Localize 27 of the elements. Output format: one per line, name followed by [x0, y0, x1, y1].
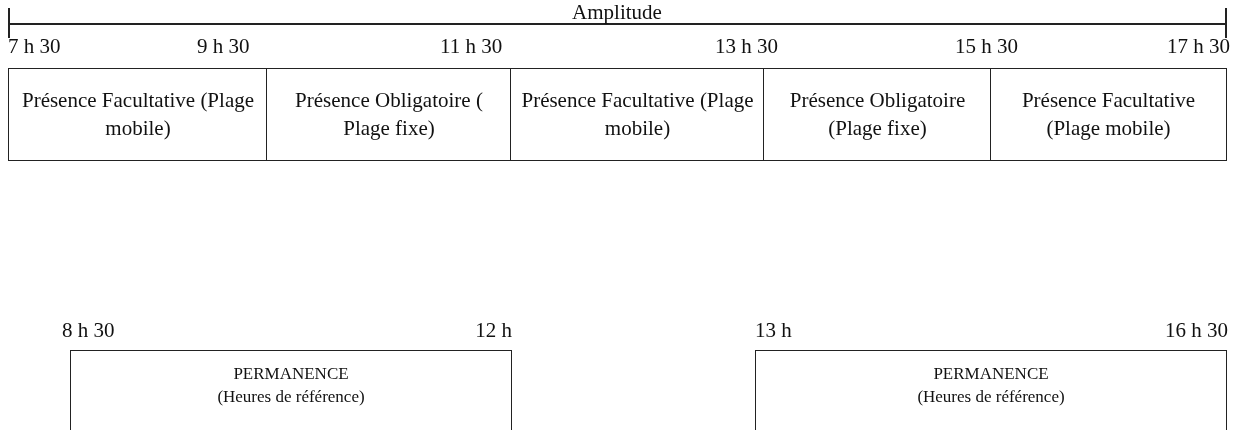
time-slot-box: [510, 68, 765, 161]
time-label: 7 h 30: [8, 36, 61, 57]
time-label: 12 h: [475, 320, 512, 341]
time-slot-box: [763, 68, 992, 161]
time-label: 9 h 30: [197, 36, 250, 57]
time-label: 17 h 30: [1167, 36, 1230, 57]
permanence-box: [755, 350, 1227, 430]
dimension-label: Amplitude: [572, 2, 662, 23]
box-subtext: (Heures de référence): [917, 385, 1065, 408]
box-text: Présence Obligatoire (Plage fixe): [788, 87, 967, 142]
time-slot-box: [8, 68, 268, 161]
time-label: 8 h 30: [62, 320, 115, 341]
time-slot-box: [990, 68, 1227, 161]
time-label: 15 h 30: [955, 36, 1018, 57]
permanence-box: [70, 350, 512, 430]
time-label: 16 h 30: [1165, 320, 1228, 341]
time-label: 11 h 30: [440, 36, 503, 57]
box-text: PERMANENCE: [233, 363, 349, 385]
box-text: Présence Facultative (Plage mobile): [20, 87, 256, 142]
time-label: 13 h 30: [715, 36, 778, 57]
time-label: 13 h: [755, 320, 792, 341]
box-text: Présence Obligatoire ( Plage fixe): [294, 87, 484, 142]
box-text: Présence Facultative (Plage mobile): [520, 87, 755, 142]
time-slot-box: [266, 68, 512, 161]
box-text: Présence Facultative (Plage mobile): [1020, 87, 1197, 142]
box-text: PERMANENCE: [933, 363, 1049, 385]
box-subtext: (Heures de référence): [217, 385, 365, 408]
